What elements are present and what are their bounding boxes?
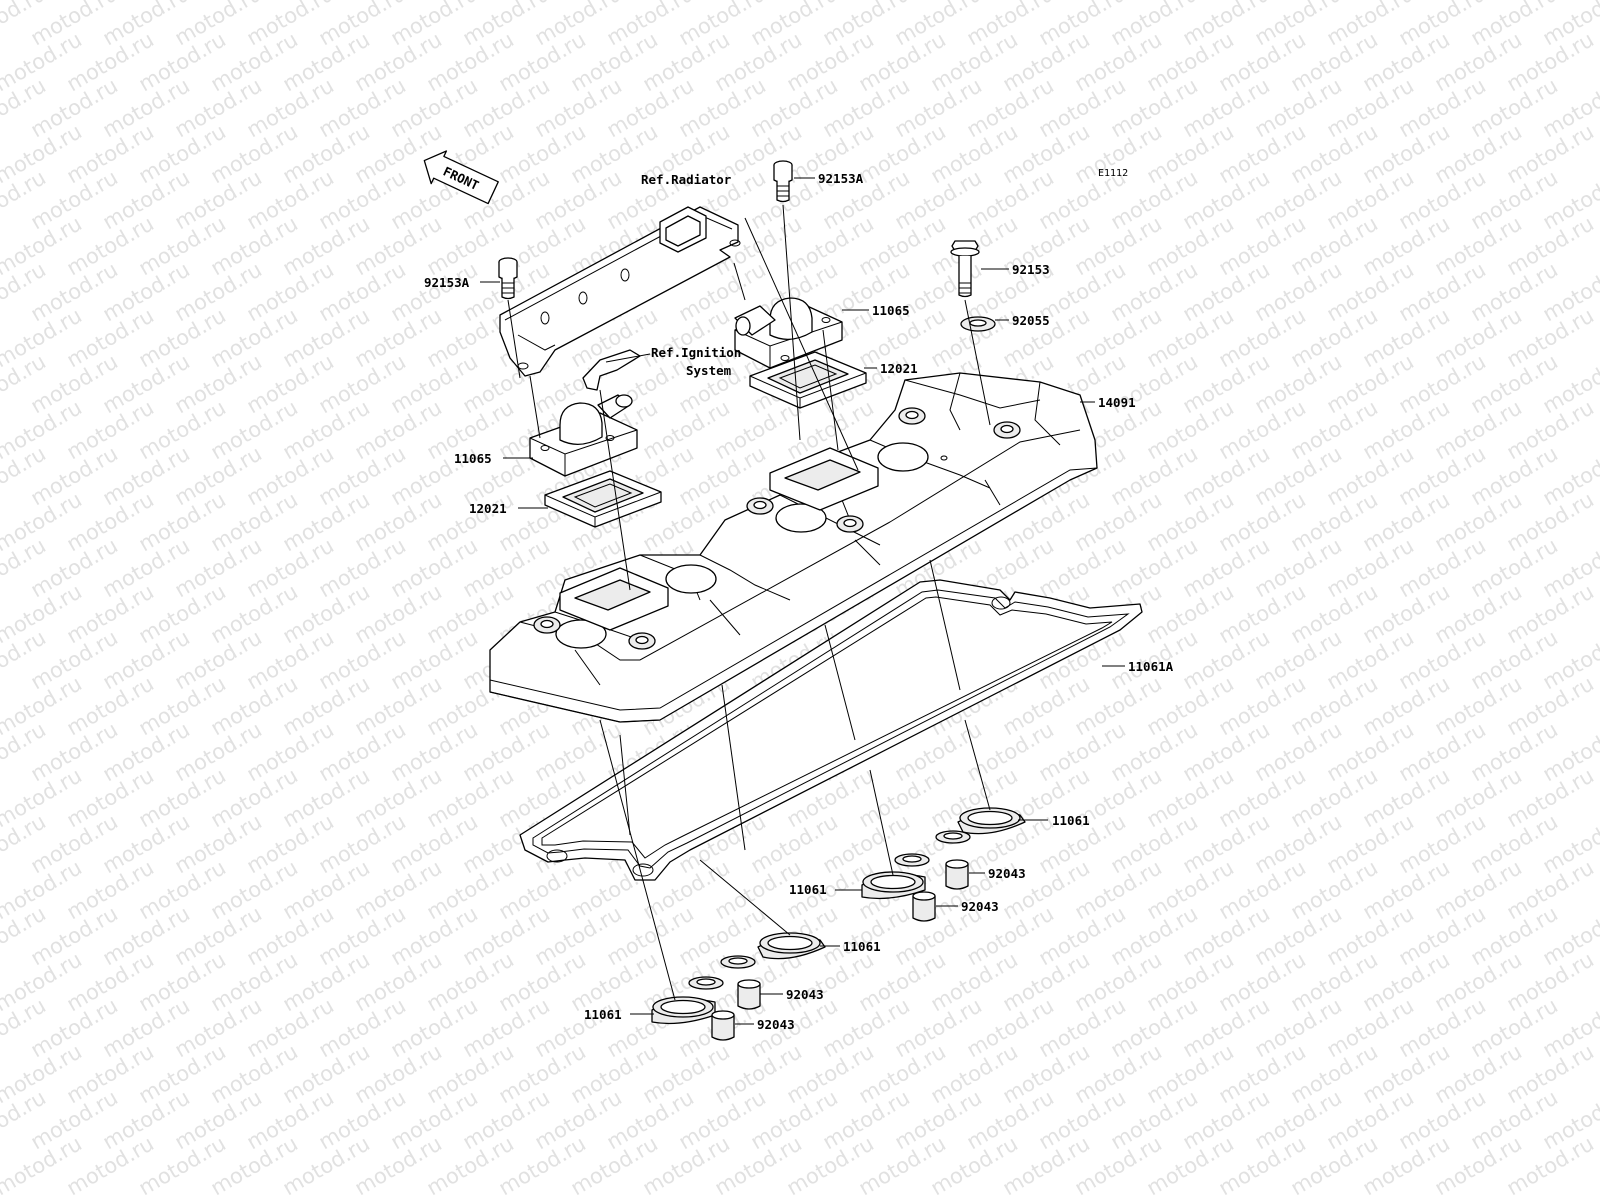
label-11061-c: 11061: [843, 939, 881, 954]
o-ring-right-a: [935, 830, 971, 844]
collar-92043-c: [737, 979, 761, 1010]
label-92153A-left: 92153A: [424, 275, 470, 290]
label-11061-b: 11061: [789, 882, 827, 897]
diagram-code: E1112: [1098, 168, 1128, 179]
plug-hole-gasket-11061-c: [757, 932, 826, 960]
reed-cover-11065-right: [734, 297, 843, 369]
label-92043-d: 92043: [757, 1017, 795, 1032]
label-92153A-top: 92153A: [818, 171, 864, 186]
label-92043-b: 92043: [961, 899, 999, 914]
o-ring-right-b: [894, 853, 930, 867]
label-11061-a: 11061: [1052, 813, 1090, 828]
label-11065-right: 11065: [872, 303, 910, 318]
ref-radiator-label: Ref.Radiator: [641, 172, 732, 187]
label-11065-left: 11065: [454, 451, 492, 466]
bolt-92153: [950, 240, 980, 298]
collar-92043-d: [711, 1010, 735, 1041]
washer-92055: [960, 316, 996, 332]
radiator-bracket: [499, 206, 741, 391]
reed-cover-11065-left: [529, 394, 638, 477]
label-12021-left: 12021: [469, 501, 507, 516]
ref-ignition-label: Ref.Ignition: [651, 345, 741, 360]
part-labels: Ref.Radiator Ref.Ignition System 92153A …: [424, 171, 1174, 1032]
plug-hole-gasket-11061-b: [861, 871, 926, 900]
o-ring-left-a: [720, 955, 756, 969]
label-92043-c: 92043: [786, 987, 824, 1002]
callout-lines: [480, 177, 1125, 1025]
head-cover-gasket-11061A: [519, 579, 1143, 881]
label-11061-d: 11061: [584, 1007, 622, 1022]
ref-ignition-system-label: System: [686, 363, 732, 378]
plug-hole-gasket-11061-d: [651, 996, 716, 1025]
cylinder-head-cover-14091: [489, 372, 1098, 723]
collar-92043-a: [945, 859, 969, 890]
plug-hole-gasket-11061-a: [957, 807, 1026, 835]
o-ring-left-b: [688, 976, 724, 990]
label-12021-right: 12021: [880, 361, 918, 376]
reed-valve-12021-left: [544, 470, 662, 528]
label-92153: 92153: [1012, 262, 1050, 277]
collar-92043-b: [912, 891, 936, 922]
label-14091: 14091: [1098, 395, 1136, 410]
label-11061A: 11061A: [1128, 659, 1174, 674]
bolt-92153A-top: [773, 160, 793, 203]
label-92043-a: 92043: [988, 866, 1026, 881]
bolt-92153A-left: [498, 257, 518, 300]
assembly-lines: [507, 204, 991, 1001]
label-92055: 92055: [1012, 313, 1050, 328]
